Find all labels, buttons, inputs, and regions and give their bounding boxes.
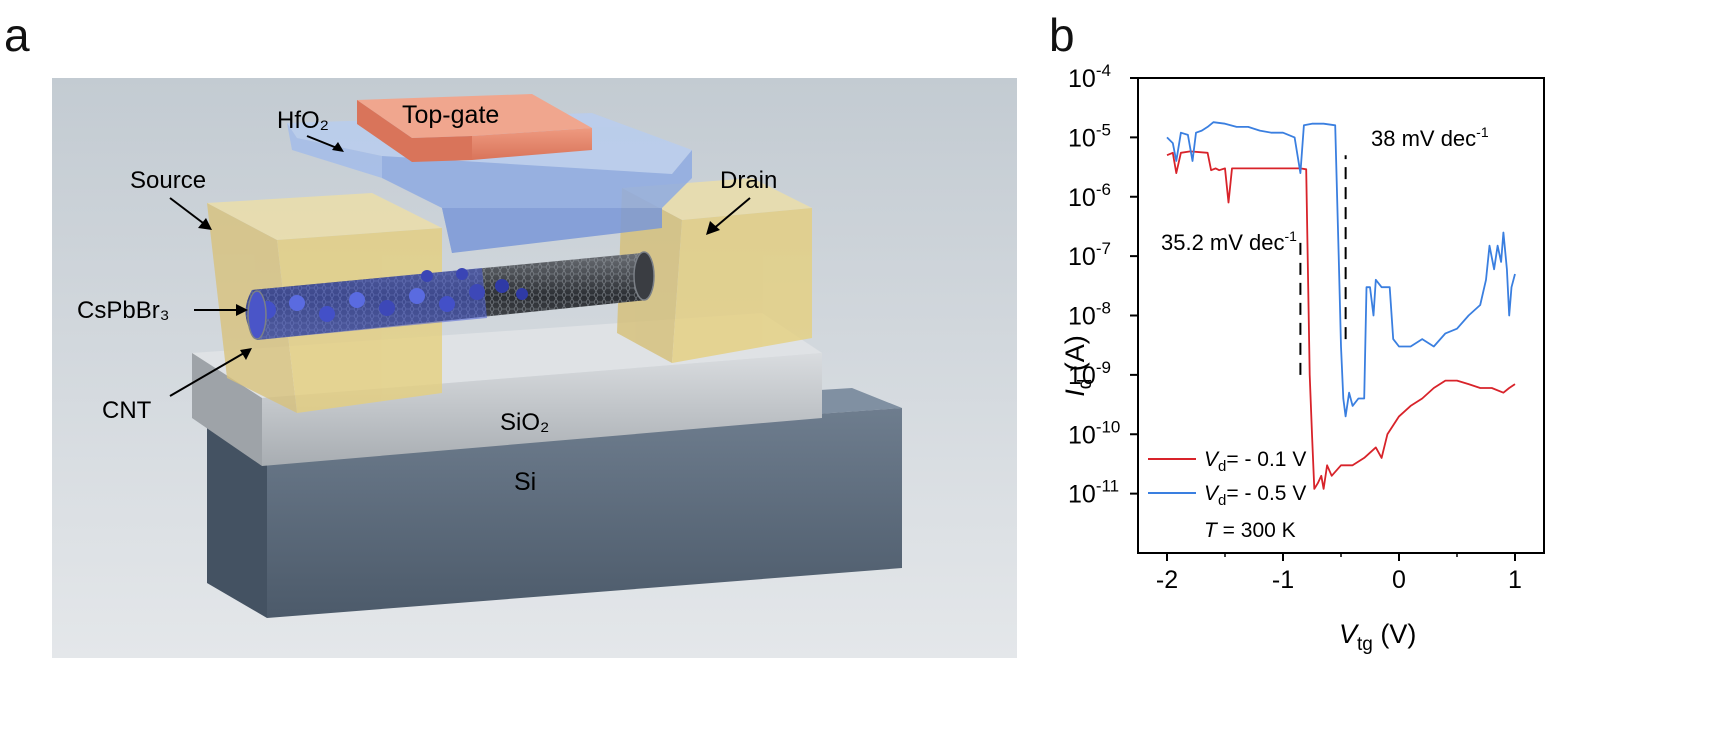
y-tick-exp-1: -10 bbox=[1096, 417, 1121, 436]
arrowhead-source bbox=[198, 218, 212, 230]
legend-label-series-2: Vd= - 0.5 V bbox=[1204, 482, 1306, 509]
annotation-ss-right: 38 mV dec-1 bbox=[1371, 124, 1489, 151]
y-title-sub: d bbox=[1075, 379, 1096, 390]
label-hfo2: HfO₂ bbox=[277, 107, 329, 134]
y-tick-label-2: 10-9 bbox=[1068, 358, 1111, 390]
annotation-ss-left: 35.2 mV dec-1 bbox=[1161, 228, 1297, 255]
x-tick-label-3: 1 bbox=[1508, 566, 1522, 594]
label-source: Source bbox=[130, 167, 206, 194]
cspbbr3-nanocrystals bbox=[245, 268, 528, 340]
y-tick-label-5: 10-6 bbox=[1068, 180, 1111, 212]
legend-1-rest: = - 0.1 V bbox=[1226, 448, 1306, 471]
label-drain: Drain bbox=[720, 167, 777, 194]
legend-temperature: T = 300 K bbox=[1204, 519, 1296, 542]
x-tick-label-1: -1 bbox=[1272, 566, 1294, 594]
y-tick-base-7: 10 bbox=[1068, 65, 1096, 93]
x-title-sub: tg bbox=[1357, 634, 1373, 655]
y-tick-label-3: 10-8 bbox=[1068, 299, 1111, 331]
y-tick-base-4: 10 bbox=[1068, 243, 1096, 271]
legend-1-sub: d bbox=[1218, 458, 1226, 475]
y-tick-exp-5: -6 bbox=[1096, 180, 1111, 199]
y-tick-exp-2: -9 bbox=[1096, 358, 1111, 377]
arrowhead-cspbbr3 bbox=[236, 304, 248, 316]
y-tick-exp-0: -11 bbox=[1096, 477, 1119, 496]
arrowhead-cnt bbox=[240, 348, 252, 360]
legend-label-series-1: Vd= - 0.1 V bbox=[1204, 448, 1306, 475]
arrow-source bbox=[169, 197, 208, 227]
label-cnt: CNT bbox=[102, 397, 152, 424]
marker-layer bbox=[1299, 155, 1347, 375]
y-tick-base-6: 10 bbox=[1068, 124, 1096, 152]
temp-var: T bbox=[1204, 519, 1219, 542]
x-tick-label-2: 0 bbox=[1392, 566, 1406, 594]
y-title-main: I bbox=[1060, 389, 1090, 397]
x-tick-label-0: -2 bbox=[1156, 566, 1178, 594]
y-title-unit: (A) bbox=[1060, 335, 1090, 379]
arrow-drain bbox=[711, 197, 751, 231]
annotation-ss-left-sup: -1 bbox=[1285, 228, 1298, 244]
label-si: Si bbox=[514, 468, 536, 496]
legend-1-var: V bbox=[1204, 448, 1220, 471]
series-line-1 bbox=[1166, 150, 1516, 490]
y-tick-label-4: 10-7 bbox=[1068, 239, 1111, 271]
drain-electrode bbox=[617, 178, 812, 363]
panel-a-letter: a bbox=[4, 9, 30, 61]
y-axis-title: Id (A) bbox=[1060, 335, 1096, 397]
label-sio2: SiO₂ bbox=[500, 409, 549, 436]
y-tick-base-1: 10 bbox=[1068, 421, 1096, 449]
legend-2-var: V bbox=[1204, 482, 1220, 505]
top-gate-electrode bbox=[357, 94, 592, 162]
y-tick-label-1: 10-10 bbox=[1068, 417, 1120, 449]
y-tick-base-3: 10 bbox=[1068, 303, 1096, 331]
y-tick-base-2: 10 bbox=[1068, 362, 1096, 390]
series-line-2 bbox=[1166, 121, 1516, 418]
panel-b-letter: b bbox=[1049, 9, 1075, 61]
device-schematic: HfO₂ Top-gate Source Drain CsPbBr₃ CNT S… bbox=[52, 78, 1017, 658]
legend-2-sub: d bbox=[1218, 492, 1226, 509]
arrowhead-hfo2 bbox=[332, 142, 344, 152]
x-title-main: V bbox=[1339, 619, 1360, 649]
label-cspbbr3: CsPbBr₃ bbox=[77, 297, 169, 324]
x-title-unit: (V) bbox=[1373, 619, 1417, 649]
legend-2-rest: = - 0.5 V bbox=[1226, 482, 1306, 505]
x-axis-title: Vtg (V) bbox=[1339, 619, 1416, 655]
y-tick-base-0: 10 bbox=[1068, 481, 1096, 509]
legend: Vd= - 0.1 V Vd= - 0.5 V T = 300 K bbox=[1148, 448, 1306, 542]
y-tick-label-7: 10-4 bbox=[1068, 61, 1111, 93]
y-tick-exp-7: -4 bbox=[1096, 61, 1111, 80]
y-tick-exp-3: -8 bbox=[1096, 299, 1111, 318]
y-tick-label-6: 10-5 bbox=[1068, 120, 1111, 152]
temp-value: = 300 K bbox=[1217, 519, 1296, 542]
y-tick-exp-6: -5 bbox=[1096, 120, 1111, 139]
series-layer bbox=[1166, 121, 1516, 490]
annotation-ss-right-text: 38 mV dec bbox=[1371, 126, 1476, 151]
label-top-gate: Top-gate bbox=[402, 101, 499, 129]
y-tick-base-5: 10 bbox=[1068, 184, 1096, 212]
arrowhead-drain bbox=[706, 221, 720, 235]
arrow-cnt bbox=[169, 352, 245, 397]
y-tick-label-0: 10-11 bbox=[1068, 477, 1119, 509]
annotation-ss-right-sup: -1 bbox=[1476, 124, 1489, 140]
y-tick-exp-4: -7 bbox=[1096, 239, 1111, 258]
annotation-ss-left-text: 35.2 mV dec bbox=[1161, 230, 1285, 255]
